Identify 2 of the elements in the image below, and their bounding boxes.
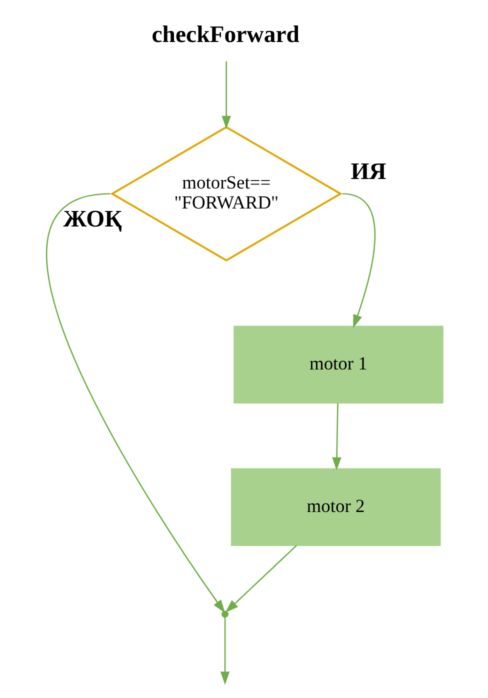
node-text: checkForward [151,22,299,48]
edge-label: ИЯ [350,158,386,185]
